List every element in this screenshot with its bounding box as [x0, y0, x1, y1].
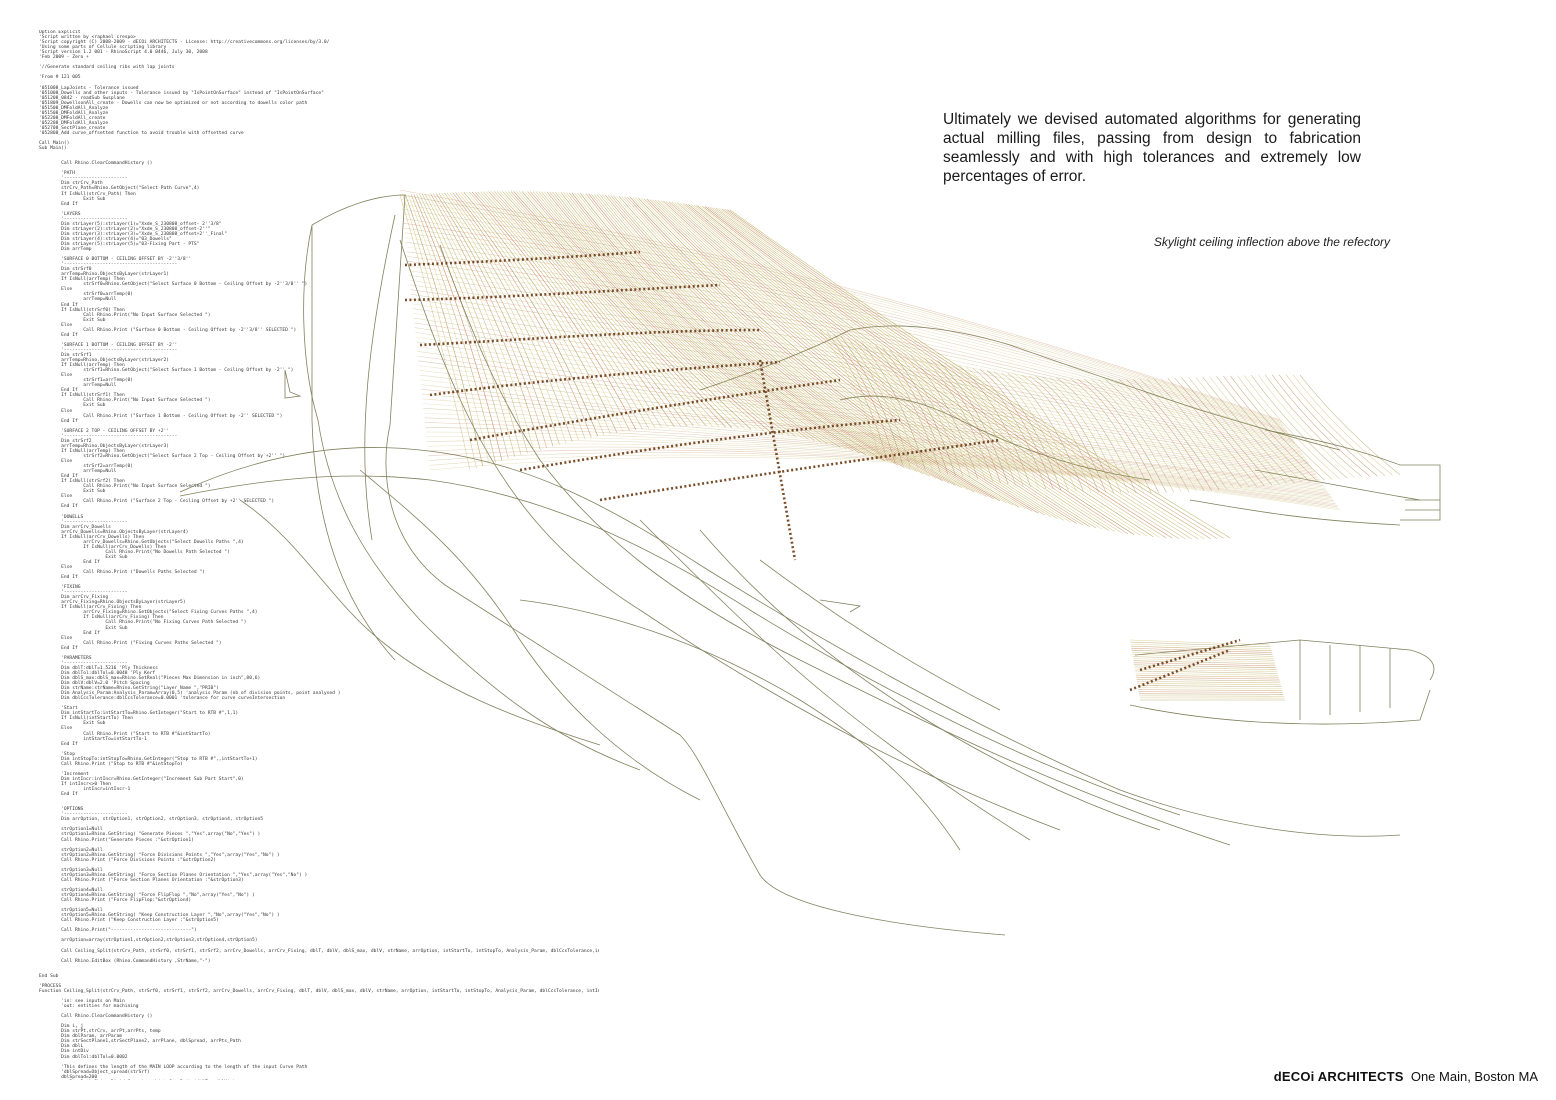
rib-field	[399, 189, 1401, 701]
firm-name: dECOi ARCHITECTS	[1273, 1069, 1404, 1084]
floor-plan-outline	[179, 194, 1441, 936]
headline-paragraph: Ultimately we devised automated algorith…	[943, 111, 1361, 185]
footer-credit: dECOi ARCHITECTS One Main, Boston MA	[1274, 1069, 1538, 1084]
script-code-listing: Option Explicit 'Script written by <raph…	[39, 30, 599, 1080]
figure-caption: Skylight ceiling inflection above the re…	[1153, 235, 1390, 249]
project-location: One Main, Boston MA	[1410, 1069, 1538, 1084]
dowell-dashes	[404, 250, 1241, 692]
